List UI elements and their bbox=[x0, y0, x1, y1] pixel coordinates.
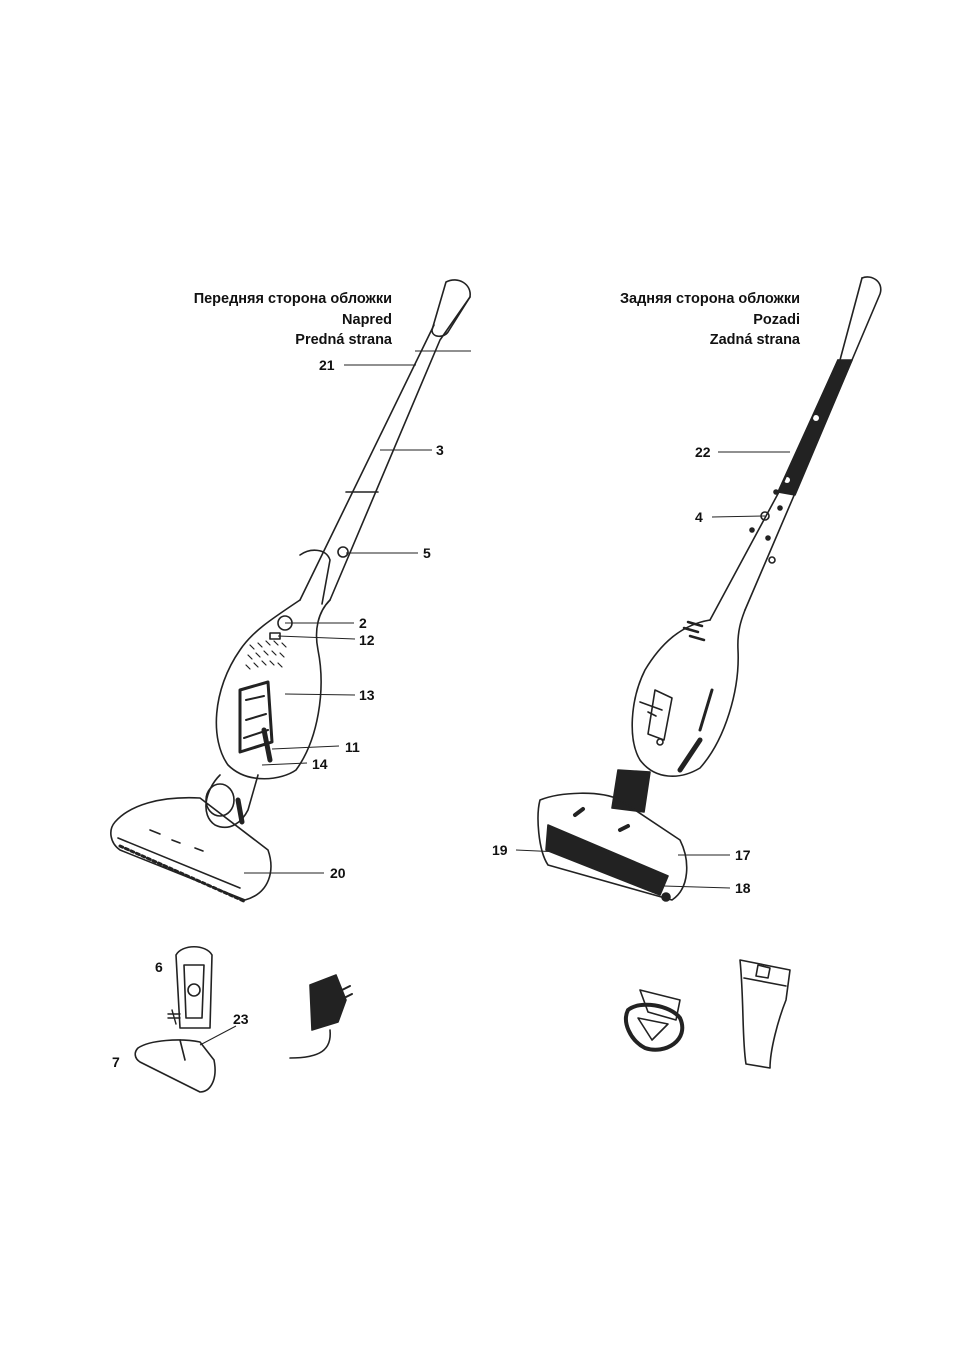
front-vacuum-illustration bbox=[111, 280, 470, 902]
callout-13: 13 bbox=[359, 687, 375, 703]
callout-19: 19 bbox=[492, 842, 508, 858]
callout-12: 12 bbox=[359, 632, 375, 648]
charger-base-illustration bbox=[135, 947, 215, 1092]
callout-18: 18 bbox=[735, 880, 751, 896]
front-side-heading: Передняя сторона обложки Napred Predná s… bbox=[194, 289, 392, 351]
callout-11: 11 bbox=[345, 739, 360, 755]
callout-4: 4 bbox=[695, 509, 703, 525]
front-heading-hr: Napred bbox=[194, 310, 392, 331]
back-heading-sk: Zadná strana bbox=[620, 330, 800, 351]
back-heading-hr: Pozadi bbox=[620, 310, 800, 331]
back-side-heading: Задняя сторона обложки Pozadi Zadná stra… bbox=[620, 289, 800, 351]
callout-22: 22 bbox=[695, 444, 711, 460]
callout-6: 6 bbox=[155, 959, 163, 975]
callout-5: 5 bbox=[423, 545, 431, 561]
crevice-nozzle-illustration bbox=[626, 990, 682, 1050]
back-vacuum-illustration bbox=[538, 277, 881, 901]
callout-21: 21 bbox=[319, 357, 335, 373]
charger-adapter-illustration bbox=[290, 975, 352, 1058]
callout-2: 2 bbox=[359, 615, 367, 631]
front-heading-sk: Predná strana bbox=[194, 330, 392, 351]
callout-3: 3 bbox=[436, 442, 444, 458]
back-heading-ru: Задняя сторона обложки bbox=[620, 289, 800, 310]
callout-20: 20 bbox=[330, 865, 346, 881]
callout-23: 23 bbox=[233, 1011, 249, 1027]
callout-17: 17 bbox=[735, 847, 751, 863]
callout-14: 14 bbox=[312, 756, 328, 772]
front-heading-ru: Передняя сторона обложки bbox=[194, 289, 392, 310]
long-crevice-tool-illustration bbox=[740, 960, 790, 1068]
callout-7: 7 bbox=[112, 1054, 120, 1070]
